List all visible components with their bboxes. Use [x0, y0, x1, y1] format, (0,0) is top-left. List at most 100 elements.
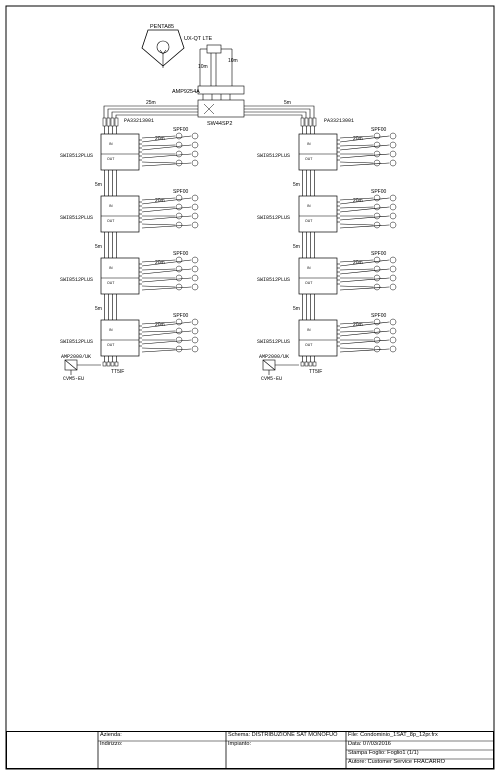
amp-top-label: AMP9254A	[172, 89, 200, 95]
outlet-icon	[191, 265, 199, 273]
cable-length-outlets: 20m	[353, 322, 363, 328]
outlet-icon	[389, 212, 397, 220]
multiswitch-label: SWI8512PLUS	[60, 215, 93, 221]
outlet-icon	[191, 221, 199, 229]
cable-length-outlets: 20m	[155, 322, 165, 328]
outlet-icon	[191, 132, 199, 140]
title-autore: Autore: Customer Service FRACARRO	[348, 759, 445, 765]
outlet-icon	[389, 318, 397, 326]
terminator-label: TT5IF	[111, 369, 124, 375]
outlet-icon	[191, 336, 199, 344]
splitter-label: SPF00	[371, 251, 387, 257]
outlet-icon	[389, 141, 397, 149]
lnb-label: UX-QT LTE	[184, 36, 213, 42]
multiswitch-label: SWI8512PLUS	[60, 277, 93, 283]
outlet-icon	[373, 194, 381, 202]
splitter-label: SPF00	[173, 251, 189, 257]
amp-top-block	[197, 85, 245, 95]
cable-length-outlets: 20m	[353, 136, 363, 142]
outlet-icon	[191, 194, 199, 202]
outlet-icon	[175, 345, 183, 353]
outlet-icon	[389, 336, 397, 344]
cable-length-lnb-left: 10m	[198, 64, 208, 70]
outlet-icon	[175, 221, 183, 229]
amp-bottom-label: AMP2000/UK	[259, 354, 289, 360]
outlet-icon	[191, 159, 199, 167]
outlet-icon	[191, 274, 199, 282]
lnb-block	[206, 44, 222, 54]
outlet-icon	[389, 274, 397, 282]
outlet-icon	[373, 150, 381, 158]
port-out-label: OUT	[305, 281, 313, 285]
drawing-frame	[5, 5, 495, 770]
port-in-label: IN	[109, 328, 113, 332]
port-out-label: OUT	[107, 281, 115, 285]
outlet-icon	[175, 212, 183, 220]
splitter-label: SPF00	[371, 313, 387, 319]
outlet-icon	[389, 345, 397, 353]
outlet-icon	[373, 274, 381, 282]
outlet-icon	[175, 256, 183, 264]
outlet-icon	[373, 265, 381, 273]
cable-length-riser: 5m	[293, 182, 300, 188]
outlet-icon	[373, 221, 381, 229]
outlet-icon	[373, 336, 381, 344]
outlet-icon	[373, 212, 381, 220]
outlet-icon	[191, 141, 199, 149]
amp-bottom-label: AMP2000/UK	[61, 354, 91, 360]
outlet-icon	[191, 283, 199, 291]
outlet-icon	[389, 194, 397, 202]
port-out-label: OUT	[107, 219, 115, 223]
outlet-icon	[175, 318, 183, 326]
psu-label: CVM5-EU	[63, 376, 84, 382]
splitter-label: SPF00	[173, 313, 189, 319]
outlet-icon	[389, 256, 397, 264]
title-azienda: Azienda:	[100, 732, 122, 738]
splitter-label: SPF00	[173, 127, 189, 133]
port-out-label: OUT	[107, 157, 115, 161]
title-impianto: Impianto:	[228, 741, 252, 747]
cable-length-riser: 5m	[95, 306, 102, 312]
outlet-icon	[175, 132, 183, 140]
outlet-icon	[175, 203, 183, 211]
multiswitch-left-3: IN OUT SWI8512PLUS SPF00 20m 5m	[60, 232, 199, 295]
outlet-icon	[389, 150, 397, 158]
outlet-icon	[175, 327, 183, 335]
port-out-label: OUT	[305, 343, 313, 347]
outlet-icon	[389, 283, 397, 291]
cable-length-outlets: 20m	[155, 260, 165, 266]
title-stampa: Stampa Foglio: Foglio1 (1/1)	[348, 750, 419, 756]
cable-length-main-right: 5m	[284, 100, 291, 106]
outlet-icon	[175, 274, 183, 282]
outlet-icon	[389, 221, 397, 229]
port-out-label: OUT	[305, 219, 313, 223]
pa-right-label: PA33213001	[324, 118, 354, 124]
outlet-icon	[191, 318, 199, 326]
cable-length-main-left: 25m	[146, 100, 156, 106]
cable-length-lnb-right: 10m	[228, 58, 238, 64]
port-in-label: IN	[109, 266, 113, 270]
outlet-icon	[175, 283, 183, 291]
outlet-icon	[389, 159, 397, 167]
cable-length-riser: 5m	[95, 244, 102, 250]
outlet-icon	[191, 256, 199, 264]
title-block-grid	[97, 732, 493, 768]
multiswitch-label: SWI8512PLUS	[60, 339, 93, 345]
port-out-label: OUT	[305, 157, 313, 161]
column-right: INOUTSWI8512PLUSSPF0020mINOUTSWI8512PLUS…	[257, 117, 397, 382]
antenna-label: PENTA85	[150, 24, 174, 30]
outlet-icon	[373, 256, 381, 264]
title-indirizzo: Indirizzo:	[100, 741, 123, 747]
cable-length-outlets: 20m	[353, 198, 363, 204]
satellite-dish	[141, 29, 185, 68]
multiswitch-label: SWI8512PLUS	[257, 277, 290, 283]
title-data: Data: 07/03/2016	[348, 741, 391, 747]
cable-length-outlets: 20m	[155, 136, 165, 142]
outlet-icon	[389, 203, 397, 211]
trunk-right	[244, 105, 315, 118]
